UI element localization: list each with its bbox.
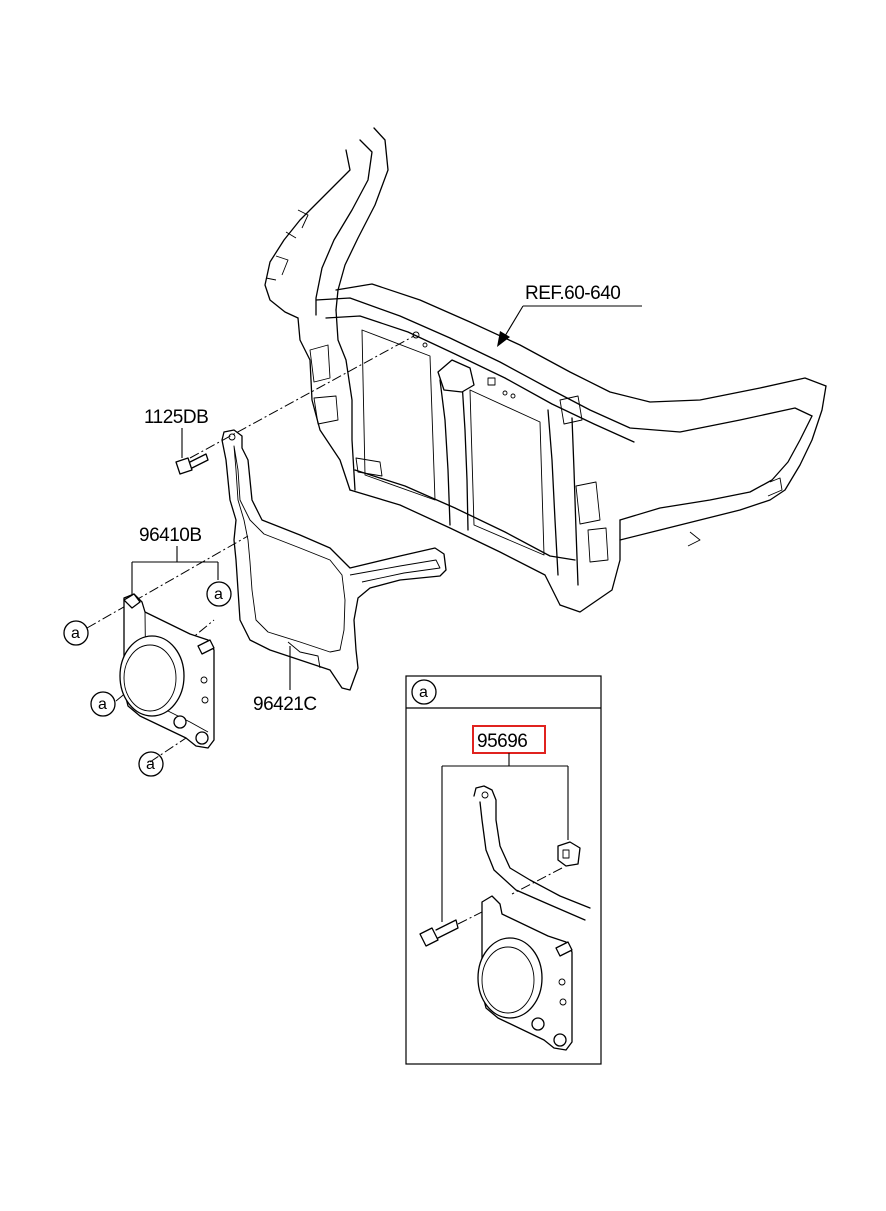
callout-a-lower-left: a: [90, 691, 116, 717]
callout-a-left: a: [63, 620, 89, 646]
callout-a-bottom: a: [138, 751, 164, 777]
bracket-part: 96421C: [221, 429, 447, 715]
svg-text:a: a: [71, 625, 80, 642]
fog-lamp-label: 96410B: [139, 525, 202, 546]
detail-box: a 95696: [405, 675, 602, 1065]
bolt-label: 1125DB: [144, 407, 208, 428]
alignment-line: [189, 335, 415, 459]
kit-label: 95696: [477, 731, 527, 752]
front-panel-drawing: [264, 127, 827, 613]
svg-text:a: a: [98, 696, 107, 713]
bracket-label: 96421C: [253, 694, 317, 715]
ref-label: REF.60-640: [525, 283, 620, 304]
svg-text:a: a: [214, 586, 223, 603]
bolt-part: 1125DB: [144, 407, 209, 475]
ref-callout: REF.60-640: [497, 283, 642, 347]
callout-a-top-right: a: [206, 581, 232, 607]
svg-text:a: a: [419, 684, 428, 701]
svg-text:a: a: [146, 756, 155, 773]
detail-box-callout-a: a: [411, 679, 437, 705]
fog-lamp-part: 96410B: [119, 525, 219, 749]
